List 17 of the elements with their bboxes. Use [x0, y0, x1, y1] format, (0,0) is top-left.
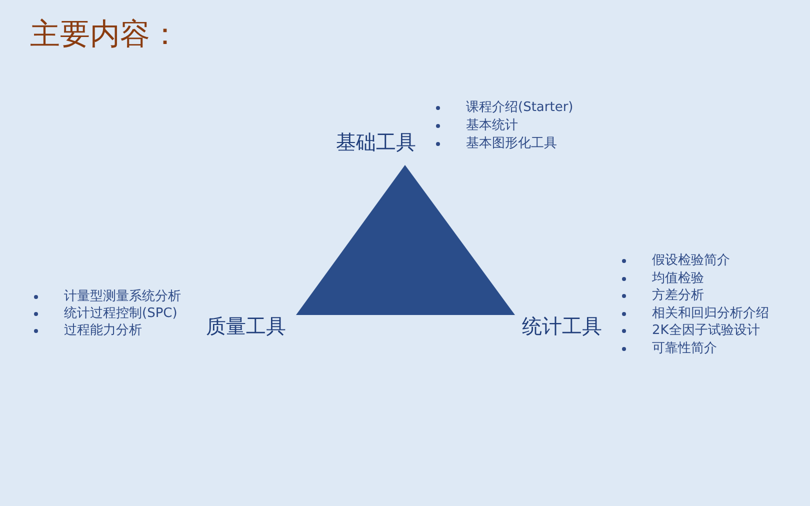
bullet-item: 计量型测量系统分析	[64, 289, 181, 305]
bullet-item: 2K全因子试验设计	[652, 323, 760, 339]
bullet-item: 课程介绍(Starter)	[466, 100, 574, 116]
bullet-item: 可靠性简介	[652, 340, 717, 356]
corner-heading: 质量工具	[206, 314, 286, 338]
corner-heading: 基础工具	[336, 130, 416, 154]
triangle-shape	[296, 165, 515, 315]
bullet-item: 基本图形化工具	[466, 136, 557, 152]
bullet-item: 方差分析	[652, 288, 704, 304]
bullet-item: 均值检验	[652, 270, 704, 286]
bullet-item: 假设检验简介	[652, 253, 730, 269]
corner-heading: 统计工具	[522, 314, 602, 338]
bullet-item: 相关和回归分析介绍	[652, 306, 769, 322]
bullet-item: 统计过程控制(SPC)	[64, 306, 178, 322]
page-title: 主要内容：	[30, 16, 180, 54]
bullet-item: 基本统计	[466, 118, 518, 134]
bullet-item: 过程能力分析	[64, 323, 142, 339]
